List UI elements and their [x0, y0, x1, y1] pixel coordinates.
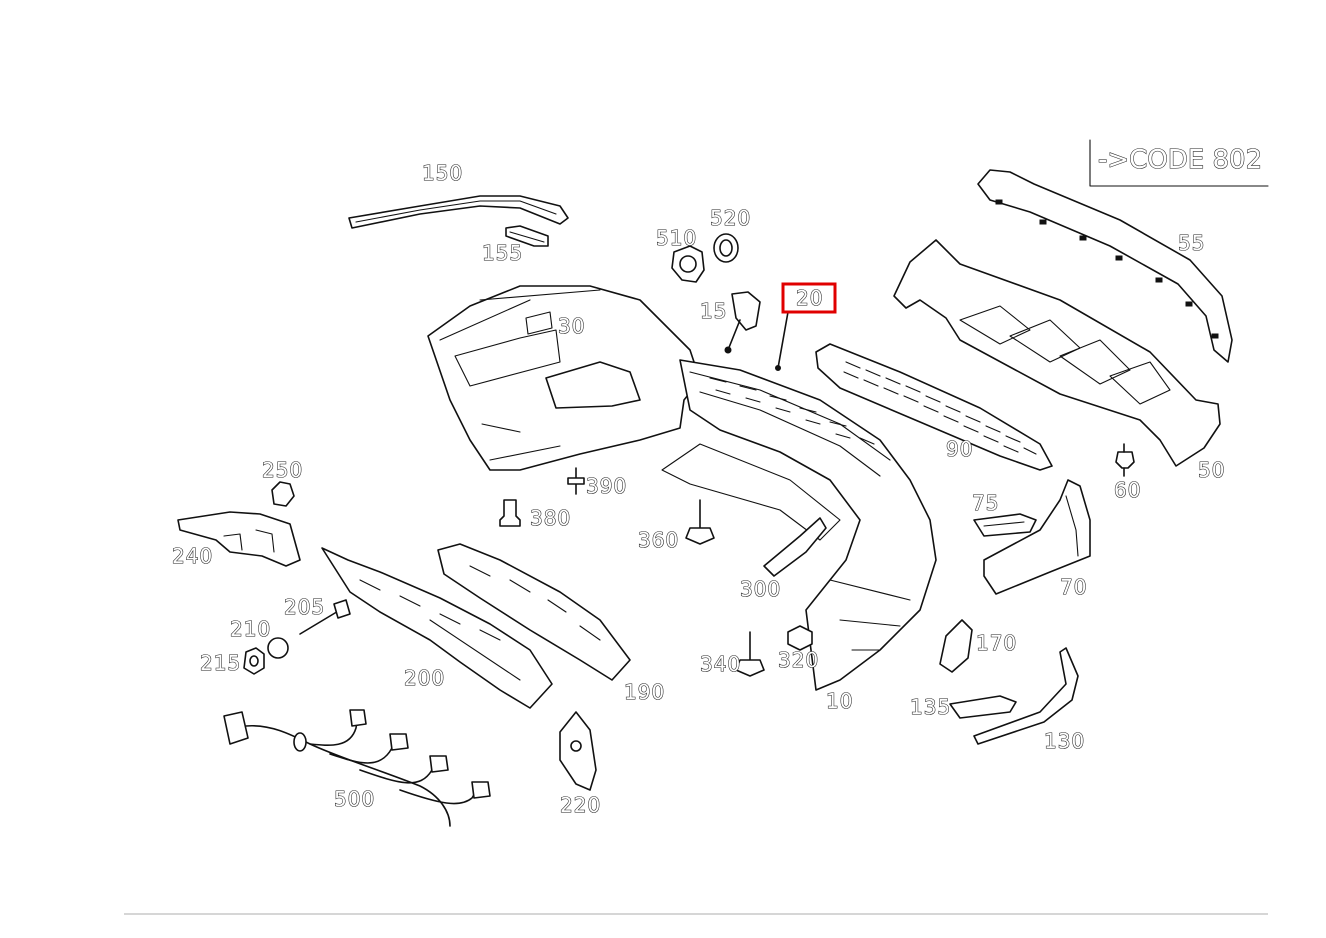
part-75-drawing[interactable] — [973, 513, 1037, 537]
part-label-380[interactable]: 380 — [529, 505, 571, 530]
part-label-500[interactable]: 500 — [333, 786, 375, 811]
part-label-135[interactable]: 135 — [909, 694, 951, 719]
part-50-drawing[interactable] — [893, 239, 1221, 467]
part-320-drawing[interactable] — [787, 625, 813, 651]
part-label-215[interactable]: 215 — [199, 650, 241, 675]
part-500-drawing[interactable] — [223, 709, 491, 827]
part-190-drawing[interactable] — [437, 543, 631, 681]
part-60-drawing[interactable] — [1115, 443, 1135, 477]
part-label-340[interactable]: 340 — [699, 651, 741, 676]
part-label-20[interactable]: 20 — [795, 285, 823, 310]
part-label-130[interactable]: 130 — [1043, 728, 1085, 753]
part-250-drawing[interactable] — [271, 481, 295, 507]
part-70-drawing[interactable] — [983, 479, 1091, 595]
part-label-30[interactable]: 30 — [557, 313, 585, 338]
part-label-200[interactable]: 200 — [403, 665, 445, 690]
part-label-55[interactable]: 55 — [1177, 230, 1205, 255]
part-20-highlight-box — [781, 282, 837, 314]
part-155-drawing[interactable] — [505, 225, 549, 247]
part-label-300[interactable]: 300 — [739, 576, 781, 601]
part-10-drawing[interactable] — [661, 359, 937, 691]
part-label-520[interactable]: 520 — [709, 205, 751, 230]
part-130-drawing[interactable] — [973, 647, 1079, 745]
part-360-drawing[interactable] — [685, 499, 715, 545]
part-20-drawing[interactable] — [775, 311, 789, 371]
part-label-90[interactable]: 90 — [945, 436, 973, 461]
part-label-240[interactable]: 240 — [171, 543, 213, 568]
part-55-drawing[interactable] — [977, 169, 1233, 363]
part-label-10[interactable]: 10 — [825, 688, 853, 713]
part-15-drawing[interactable] — [724, 291, 761, 354]
part-215-drawing[interactable] — [243, 647, 265, 675]
part-label-75[interactable]: 75 — [971, 490, 999, 515]
part-170-drawing[interactable] — [939, 619, 973, 673]
part-135-drawing[interactable] — [949, 695, 1017, 719]
part-label-190[interactable]: 190 — [623, 679, 665, 704]
part-label-390[interactable]: 390 — [585, 473, 627, 498]
part-label-360[interactable]: 360 — [637, 527, 679, 552]
code-note: ->CODE 802 — [1089, 139, 1269, 187]
part-210-drawing[interactable] — [267, 637, 289, 659]
part-240-drawing[interactable] — [177, 511, 301, 567]
part-520-drawing[interactable] — [713, 233, 739, 263]
part-label-50[interactable]: 50 — [1197, 457, 1225, 482]
part-340-drawing[interactable] — [735, 631, 765, 677]
part-label-150[interactable]: 150 — [421, 160, 463, 185]
part-label-210[interactable]: 210 — [229, 616, 271, 641]
code-note-text: ->CODE 802 — [1098, 145, 1262, 175]
part-390-drawing[interactable] — [567, 467, 585, 495]
part-30-drawing[interactable] — [427, 285, 701, 471]
part-label-320[interactable]: 320 — [777, 647, 819, 672]
part-labels: 150 155 510 520 20 15 30 55 90 50 60 250… — [171, 160, 1225, 817]
part-label-155[interactable]: 155 — [481, 240, 523, 265]
part-220-drawing[interactable] — [559, 711, 597, 791]
part-150-drawing[interactable] — [348, 195, 569, 229]
part-label-60[interactable]: 60 — [1113, 477, 1141, 502]
part-label-205[interactable]: 205 — [283, 594, 325, 619]
part-label-170[interactable]: 170 — [975, 630, 1017, 655]
part-300-drawing[interactable] — [763, 517, 827, 577]
part-205-drawing[interactable] — [299, 599, 351, 635]
part-510-drawing[interactable] — [671, 245, 705, 283]
part-90-drawing[interactable] — [815, 343, 1053, 471]
part-label-250[interactable]: 250 — [261, 457, 303, 482]
part-label-70[interactable]: 70 — [1059, 574, 1087, 599]
part-label-510[interactable]: 510 — [655, 225, 697, 250]
part-label-220[interactable]: 220 — [559, 792, 601, 817]
part-label-15[interactable]: 15 — [699, 298, 727, 323]
part-200-drawing[interactable] — [321, 547, 553, 709]
part-380-drawing[interactable] — [499, 499, 521, 527]
